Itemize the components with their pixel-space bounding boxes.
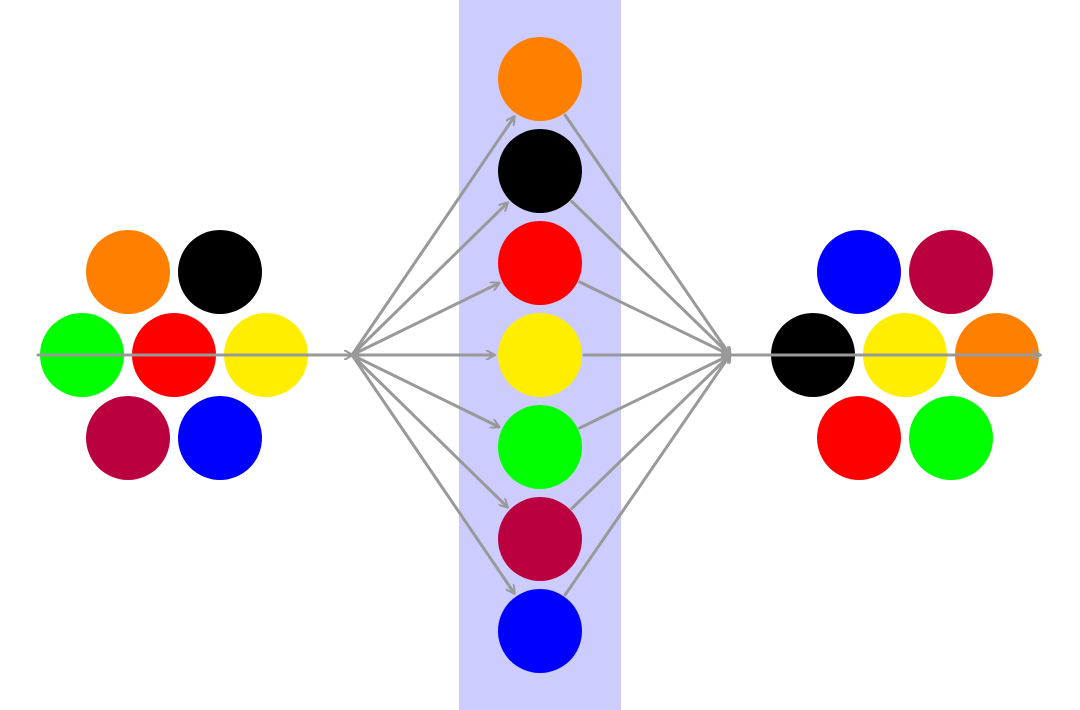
input-cluster bbox=[40, 230, 308, 480]
output-red-circle bbox=[817, 396, 901, 480]
column-green-circle bbox=[498, 405, 582, 489]
output-green-circle bbox=[909, 396, 993, 480]
column-blue-circle bbox=[498, 589, 582, 673]
output-blue-circle bbox=[817, 230, 901, 314]
fork-arrow-red bbox=[350, 283, 499, 357]
join-arrow-crimson bbox=[570, 355, 730, 511]
output-cluster bbox=[771, 230, 1039, 480]
join-arrow-orange bbox=[563, 113, 730, 355]
column-black-circle bbox=[498, 129, 582, 213]
join-arrow-blue bbox=[563, 355, 730, 597]
fork-arrow-blue bbox=[350, 353, 514, 593]
arrow-layer bbox=[36, 113, 1040, 597]
join-arrow-green bbox=[578, 355, 730, 430]
input-orange-circle bbox=[86, 230, 170, 314]
output-crimson-circle bbox=[909, 230, 993, 314]
fork-arrow-black bbox=[350, 203, 507, 357]
column-red-circle bbox=[498, 221, 582, 305]
join-arrow-red bbox=[578, 280, 730, 355]
fork-arrow-crimson bbox=[350, 353, 507, 507]
fork-arrow-orange bbox=[350, 117, 514, 357]
sorted-column bbox=[498, 37, 582, 673]
input-black-circle bbox=[178, 230, 262, 314]
input-crimson-circle bbox=[86, 396, 170, 480]
join-arrow-black bbox=[570, 199, 730, 355]
column-crimson-circle bbox=[498, 497, 582, 581]
fork-arrow-green bbox=[350, 353, 499, 427]
column-yellow-circle bbox=[498, 313, 582, 397]
column-orange-circle bbox=[498, 37, 582, 121]
input-blue-circle bbox=[178, 396, 262, 480]
